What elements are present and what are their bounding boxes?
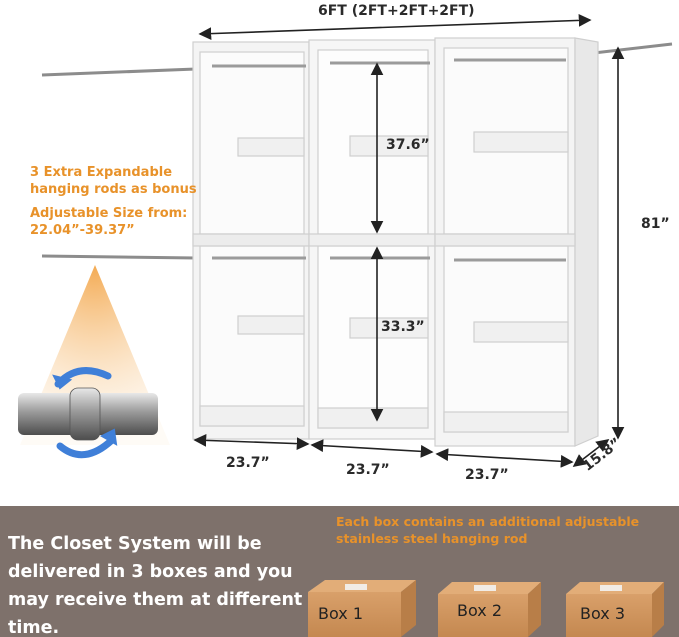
size-callout-line2: 22.04”-39.37”: [30, 223, 135, 238]
delivery-message: The Closet System will be delivered in 3…: [8, 534, 303, 637]
box-2-label: Box 2: [457, 601, 503, 620]
box-3-icon: [566, 582, 664, 637]
box-note-line1: Each box contains an additional adjustab…: [336, 514, 640, 529]
unit-width-label-3: 23.7”: [465, 467, 509, 483]
box-1-icon: [308, 580, 416, 637]
upper-hang-label: 37.6”: [386, 137, 430, 153]
lower-hang-label: 33.3”: [381, 319, 425, 335]
box-1-label: Box 1: [318, 604, 364, 623]
box-2-icon: [438, 582, 541, 637]
unit-width-label-2: 23.7”: [346, 462, 390, 478]
expandable-rod-top: [41, 42, 673, 77]
box-note-line2: stainless steel hanging rod: [336, 531, 528, 546]
rods-callout-line1: 3 Extra Expandable: [30, 165, 173, 180]
closet-frame: [192, 37, 599, 447]
rotation-arrows-icon: [52, 367, 118, 459]
total-width-label: 6FT (2FT+2FT+2FT): [318, 3, 475, 19]
expandable-rod-middle: [41, 254, 197, 260]
dimension-arrows: [193, 14, 625, 468]
height-label: 81”: [641, 216, 670, 232]
rods-callout-line2: hanging rods as bonus: [30, 182, 197, 197]
unit-width-label-1: 23.7”: [226, 455, 270, 471]
rod-closeup: [18, 265, 170, 445]
size-callout-line1: Adjustable Size from:: [30, 206, 188, 221]
box-3-label: Box 3: [580, 604, 626, 623]
